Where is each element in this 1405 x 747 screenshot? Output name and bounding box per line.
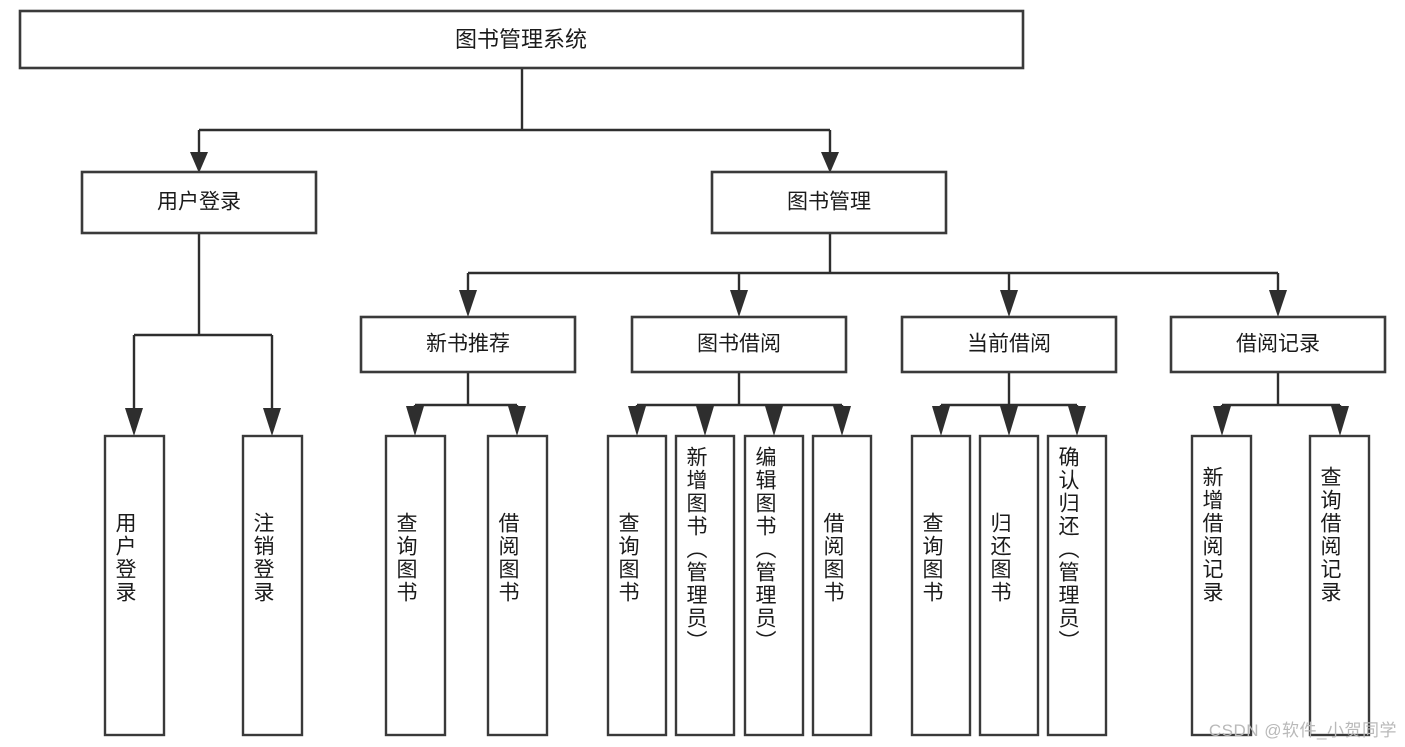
leaf-box-borrow-book-2[interactable] (811, 434, 873, 737)
leaf-box-query-book-3[interactable] (910, 434, 972, 737)
node-label-book-management: 图书管理 (787, 191, 871, 214)
leaf-box-edit-book[interactable] (743, 434, 805, 737)
node-box-title[interactable] (18, 9, 1025, 70)
arrow-head-leaf-query-borrow-record (1331, 406, 1349, 436)
connector-group-root (190, 68, 839, 173)
leaf-box-return-book[interactable] (978, 434, 1040, 737)
arrow-head-leaf-add-borrow-record (1213, 406, 1231, 436)
node-label-current-borrow: 当前借阅 (967, 333, 1051, 356)
leaf-box-borrow-book-1[interactable] (486, 434, 549, 737)
arrow-head-leaf-user-login (125, 408, 143, 436)
node-box-book-management[interactable] (710, 170, 948, 235)
node-box-new-book-recommend[interactable] (359, 315, 577, 374)
arrow-head-book-borrow (730, 290, 748, 317)
csdn-watermark: CSDN @软件_小贺同学 (1208, 721, 1397, 740)
connector-group-user-login (125, 233, 281, 436)
leaf-box-query-book-2[interactable] (606, 434, 668, 737)
connector-group-book-management (459, 233, 1287, 317)
connector-group-borrow-record (1213, 372, 1349, 436)
arrow-head-user-login (190, 152, 208, 173)
node-user-login[interactable]: 用户登录 (80, 170, 318, 235)
arrow-head-leaf-query-book-1 (406, 406, 424, 436)
node-current-borrow[interactable]: 当前借阅 (900, 315, 1118, 374)
node-new-book-recommend[interactable]: 新书推荐 (359, 315, 577, 374)
arrow-head-leaf-confirm-return (1068, 406, 1086, 436)
leaf-boxes-user-login (103, 434, 304, 737)
arrow-head-leaf-query-book-2 (628, 406, 646, 436)
leaf-boxes-borrow-record (1190, 434, 1371, 737)
leaf-boxes-current-borrow (910, 434, 1108, 737)
leaf-box-add-borrow-record[interactable] (1190, 434, 1253, 737)
node-box-current-borrow[interactable] (900, 315, 1118, 374)
node-label-borrow-record: 借阅记录 (1236, 333, 1320, 356)
connector-group-new-book-recommend (406, 372, 526, 436)
arrow-head-leaf-add-book (696, 406, 714, 436)
leaf-box-user-login[interactable] (103, 434, 166, 737)
arrow-head-leaf-edit-book (765, 406, 783, 436)
leaf-box-query-borrow-record[interactable] (1308, 434, 1371, 737)
arrow-head-leaf-return-book (1000, 406, 1018, 436)
arrow-head-leaf-borrow-book-2 (833, 406, 851, 436)
arrow-head-leaf-user-logout (263, 408, 281, 436)
node-box-user-login[interactable] (80, 170, 318, 235)
arrow-head-current-borrow (1000, 290, 1018, 317)
arrow-head-borrow-record (1269, 290, 1287, 317)
node-title[interactable]: 图书管理系统 (18, 9, 1025, 70)
leaf-boxes-new-book-recommend (384, 434, 549, 737)
arrow-head-leaf-query-book-3 (932, 406, 950, 436)
arrow-head-new-book-recommend (459, 290, 477, 317)
node-label-book-borrow: 图书借阅 (697, 333, 781, 356)
node-label-user-login: 用户登录 (157, 191, 241, 214)
connector-group-current-borrow (932, 372, 1086, 436)
leaf-box-confirm-return[interactable] (1046, 434, 1108, 737)
node-box-borrow-record[interactable] (1169, 315, 1387, 374)
node-book-management[interactable]: 图书管理 (710, 170, 948, 235)
node-borrow-record[interactable]: 借阅记录 (1169, 315, 1387, 374)
connector-group-book-borrow (628, 372, 851, 436)
node-label-new-book-recommend: 新书推荐 (426, 333, 510, 356)
leaf-boxes-book-borrow (606, 434, 873, 737)
node-box-book-borrow[interactable] (630, 315, 848, 374)
leaf-box-query-book-1[interactable] (384, 434, 447, 737)
leaf-box-add-book[interactable] (674, 434, 736, 737)
arrow-head-leaf-borrow-book-1 (508, 406, 526, 436)
arrow-head-book-management (821, 152, 839, 173)
node-book-borrow[interactable]: 图书借阅 (630, 315, 848, 374)
node-label-title: 图书管理系统 (455, 27, 587, 52)
leaf-box-user-logout[interactable] (241, 434, 304, 737)
